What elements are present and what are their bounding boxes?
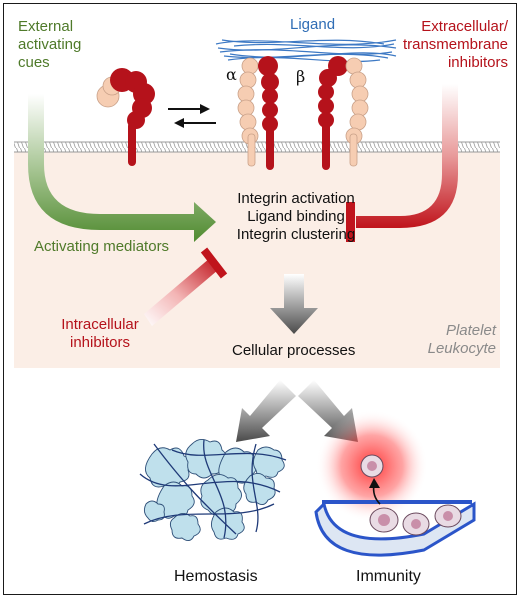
blood-vessel [314, 500, 476, 557]
immunity-scene [314, 410, 476, 557]
external-cues-label: External activating cues [18, 18, 81, 72]
extracellular-inhibitor-bar [346, 84, 458, 242]
extended-integrin-1 [237, 56, 279, 170]
fibrin-strands [139, 439, 287, 539]
cell-type-label: Platelet Leukocyte [414, 322, 496, 358]
ligand-label: Ligand [290, 16, 336, 33]
cell-membrane [14, 142, 500, 152]
intracellular-line-1: Intracellular [61, 316, 139, 333]
extracellular-line-2: transmembrane [402, 36, 508, 53]
leukocyte-text: Leukocyte [427, 340, 496, 357]
extracellular-line-1: Extracellular/ [421, 18, 508, 35]
external-cues-line-3: cues [18, 54, 50, 71]
extended-integrin-2 [318, 56, 369, 170]
platelet-text: Platelet [445, 322, 496, 339]
external-cues-line-2: activating [18, 36, 82, 53]
bent-integrin [96, 68, 155, 166]
integrin-clustering-text: Integrin clustering [236, 226, 356, 243]
extracellular-inhibitors-label: Extracellular/ transmembrane inhibitors [384, 18, 508, 72]
diagram-canvas [14, 39, 500, 557]
cellular-processes-label: Cellular processes [232, 342, 356, 359]
extracellular-line-3: inhibitors [447, 54, 508, 71]
immunity-label: Immunity [356, 568, 421, 585]
activating-cue-arrow [28, 94, 216, 242]
intracellular-inhibitors-label: Intracellular inhibitors [48, 316, 152, 352]
intracellular-inhibitor-bar [144, 247, 228, 326]
equilibrium-arrows [168, 104, 216, 128]
platelet-clot [143, 439, 285, 541]
downstream-arrow [270, 274, 318, 334]
beta-subunit-label: β [296, 67, 306, 86]
integrin-activation-text: Integrin activation [237, 190, 355, 207]
integrin-events-label: Integrin activation Ligand binding Integ… [218, 190, 374, 244]
external-cues-line-1: External [18, 18, 74, 35]
activating-mediators-label: Activating mediators [34, 238, 170, 255]
cell-cytoplasm [14, 152, 500, 368]
alpha-subunit-label: α [226, 65, 237, 84]
integrin-diagram: External activating cues Ligand Extracel… [3, 3, 517, 595]
hemostasis-label: Hemostasis [174, 568, 258, 585]
intracellular-line-2: inhibitors [69, 334, 131, 351]
ligand-fibers [215, 39, 397, 63]
ligand-binding-text: Ligand binding [247, 208, 345, 225]
